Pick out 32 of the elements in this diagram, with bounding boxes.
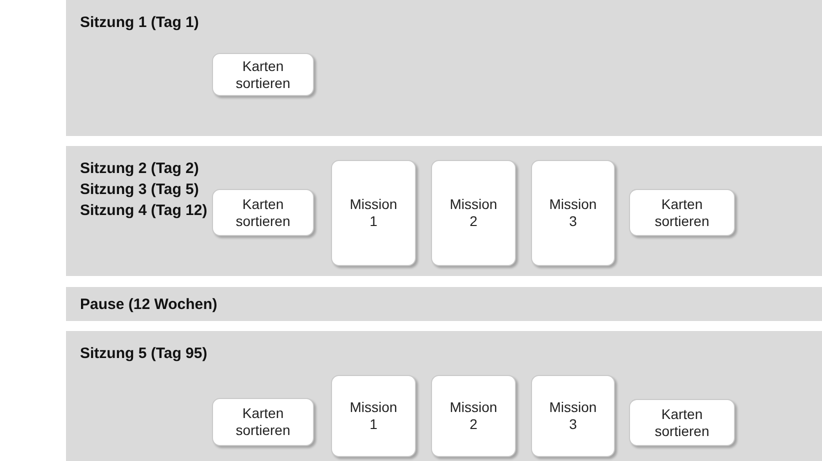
card-label: Mission 3: [548, 399, 598, 433]
session-band: [66, 0, 822, 136]
card-label: Mission 2: [448, 196, 498, 230]
band-heading: Sitzung 1 (Tag 1): [80, 13, 199, 33]
card-label: Mission 2: [448, 399, 498, 433]
activity-card: [629, 189, 735, 236]
activity-card: [629, 399, 735, 446]
band-heading: Sitzung 5 (Tag 95): [80, 344, 208, 364]
activity-card: [431, 375, 516, 457]
card-label: Karten sortieren: [234, 405, 292, 439]
activity-card: [331, 160, 416, 266]
activity-card: [431, 160, 516, 266]
activity-card: [212, 189, 314, 236]
card-label: Mission 1: [348, 399, 398, 433]
activity-card: [212, 53, 314, 96]
activity-card: [531, 160, 615, 266]
session-band: [66, 146, 822, 276]
activity-card: [331, 375, 416, 457]
card-label: Karten sortieren: [654, 196, 710, 230]
card-label: Karten sortieren: [234, 58, 292, 92]
card-label: Karten sortieren: [654, 406, 710, 440]
card-label: Mission 3: [548, 196, 598, 230]
activity-card: [212, 398, 314, 446]
card-label: Mission 1: [348, 196, 398, 230]
session-band: [66, 331, 822, 461]
activity-card: [531, 375, 615, 457]
band-heading: Sitzung 2 (Tag 2): [80, 159, 199, 179]
band-heading: Pause (12 Wochen): [80, 295, 218, 315]
band-heading: Sitzung 3 (Tag 5): [80, 180, 199, 200]
session-band: [66, 287, 822, 321]
card-label: Karten sortieren: [234, 196, 292, 230]
band-heading: Sitzung 4 (Tag 12): [80, 201, 208, 221]
